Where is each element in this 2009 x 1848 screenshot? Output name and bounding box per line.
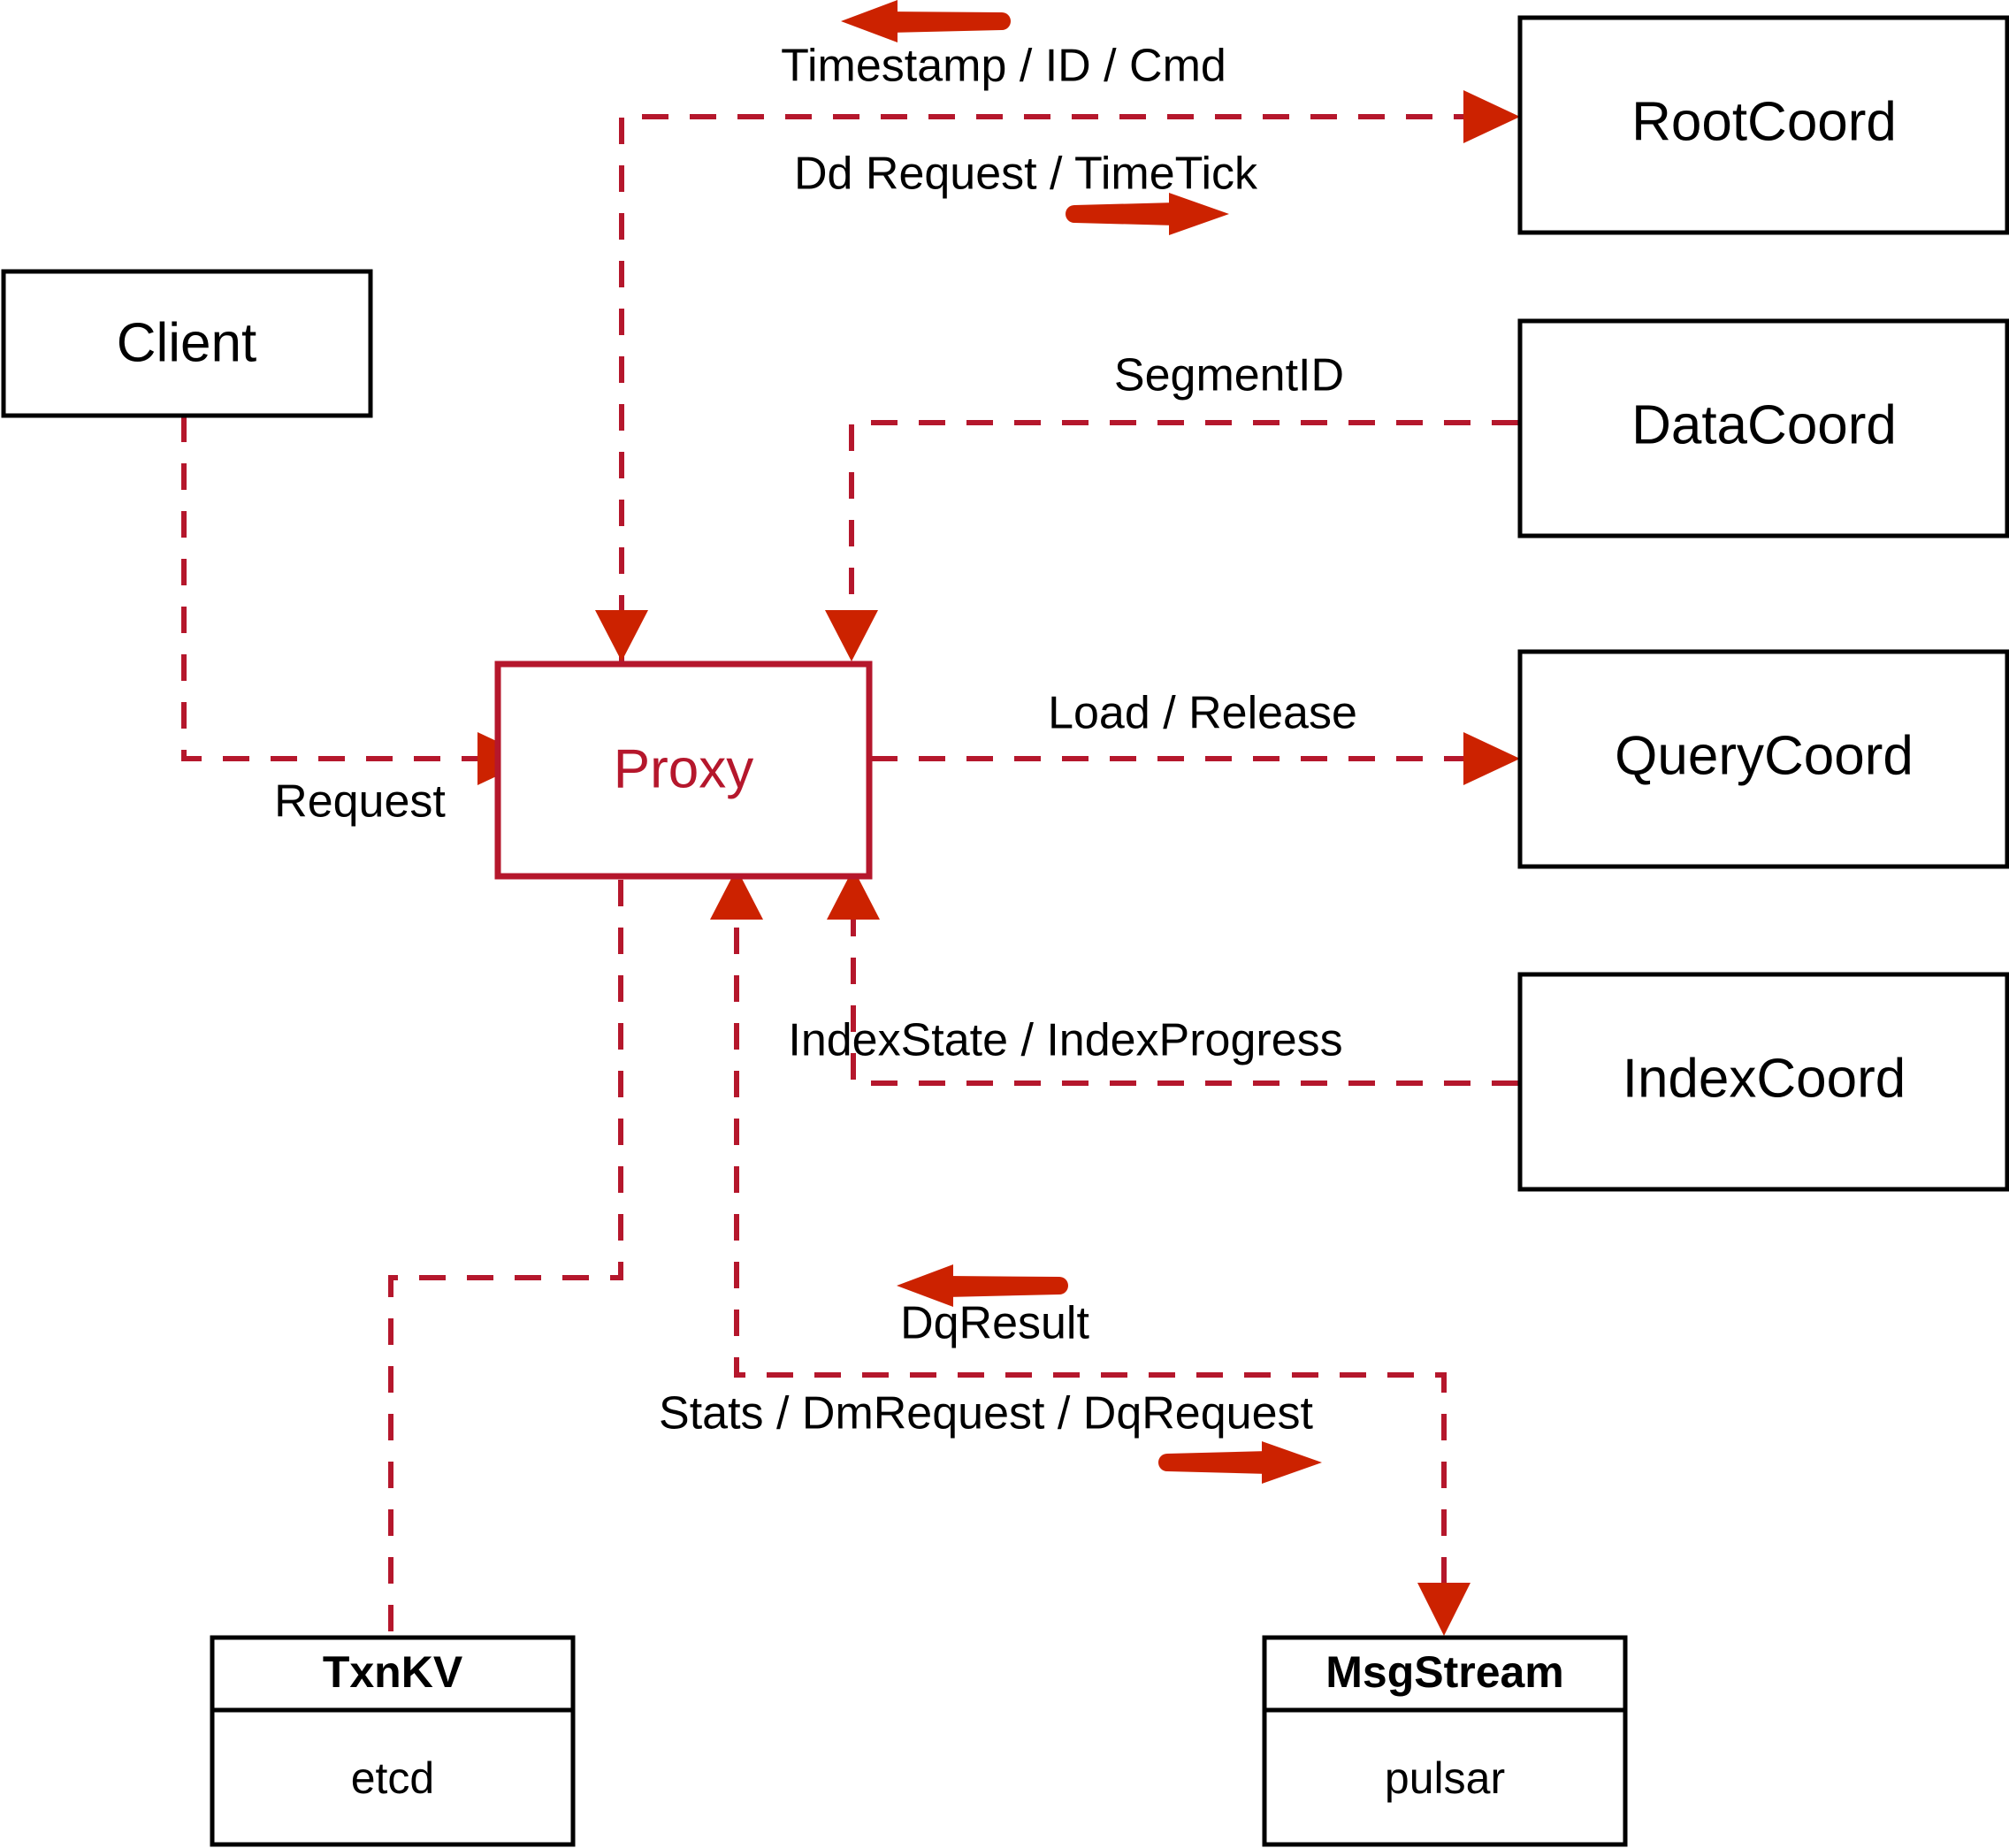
proxy-box[interactable] <box>494 661 873 880</box>
direction-arrow-right-ddrequest <box>1066 193 1229 235</box>
edge-label-dd-request-timetick: Dd Request / TimeTick <box>794 149 1258 200</box>
node-proxy[interactable]: Proxy <box>494 661 873 880</box>
flow-line-client-to-proxy <box>181 416 477 761</box>
edge-label-timestamp-id-cmd: Timestamp / ID / Cmd <box>781 41 1226 92</box>
client-label: Client <box>117 312 257 373</box>
node-client[interactable]: Client <box>1 269 373 418</box>
flow-line-proxy-msgstream <box>734 880 1447 1625</box>
node-datacoord[interactable]: DataCoord <box>1517 318 2009 538</box>
edge-label-dq-result: DqResult <box>900 1298 1089 1349</box>
node-rootcoord[interactable]: RootCoord <box>1517 15 2009 235</box>
arrowhead-proxy-to-querycoord <box>1463 732 1520 785</box>
arrowhead-rootcoord-to-proxy <box>595 610 648 661</box>
direction-arrow-right-stats <box>1158 1441 1322 1484</box>
msgstream-title: MsgStream <box>1325 1647 1564 1697</box>
edge-label-request: Request <box>274 776 446 828</box>
flow-line-proxy-to-rootcoord <box>619 114 1463 669</box>
edge-label-load-release: Load / Release <box>1048 688 1357 739</box>
datacoord-box[interactable] <box>1517 318 2009 538</box>
arrowhead-proxy-to-msgstream <box>1417 1583 1470 1636</box>
rootcoord-label: RootCoord <box>1631 91 1897 152</box>
proxy-label: Proxy <box>614 738 753 799</box>
flow-line-datacoord-to-proxy <box>849 420 1518 669</box>
indexcoord-box[interactable] <box>1517 972 2009 1192</box>
arrowhead-indexcoord-to-proxy <box>827 868 880 920</box>
rootcoord-box[interactable] <box>1517 15 2009 235</box>
msgstream-box[interactable] <box>1262 1635 1628 1847</box>
edge-label-index-state-progress: IndexState / IndexProgress <box>788 1015 1342 1066</box>
edge-label-segment-id: SegmentID <box>1114 350 1344 401</box>
client-box[interactable] <box>1 269 373 418</box>
datacoord-label: DataCoord <box>1631 394 1897 455</box>
edge-label-stats-dm-dq-request: Stats / DmRequest / DqRequest <box>659 1388 1313 1439</box>
node-indexcoord[interactable]: IndexCoord <box>1517 972 2009 1192</box>
txnkv-impl: etcd <box>351 1753 435 1803</box>
direction-arrow-left-timestamp <box>841 0 1011 42</box>
node-msgstream[interactable]: MsgStream pulsar <box>1262 1635 1628 1847</box>
arrowhead-proxy-to-rootcoord <box>1463 90 1520 143</box>
direction-arrow-left-dqresult <box>897 1264 1068 1307</box>
txnkv-title: TxnKV <box>323 1647 463 1697</box>
querycoord-label: QueryCoord <box>1615 725 1914 786</box>
node-querycoord[interactable]: QueryCoord <box>1517 649 2009 869</box>
querycoord-box[interactable] <box>1517 649 2009 869</box>
arrowhead-datacoord-to-proxy <box>825 610 878 661</box>
indexcoord-label: IndexCoord <box>1623 1048 1906 1109</box>
msgstream-impl: pulsar <box>1385 1753 1505 1803</box>
arrowhead-msgstream-to-proxy <box>710 868 763 920</box>
node-txnkv[interactable]: TxnKV etcd <box>210 1635 576 1847</box>
txnkv-box[interactable] <box>210 1635 576 1847</box>
flow-line-proxy-txnkv <box>388 880 623 1636</box>
